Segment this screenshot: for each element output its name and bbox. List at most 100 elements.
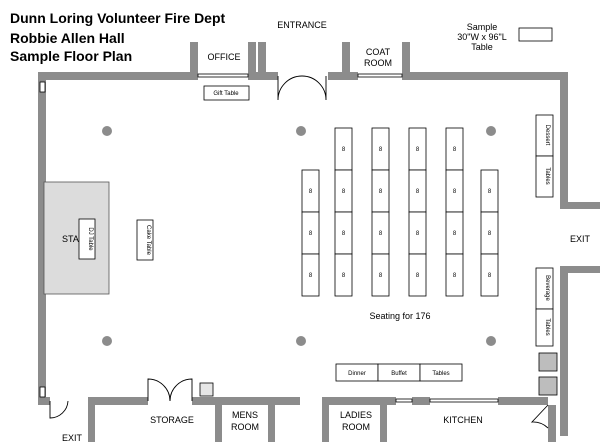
guest-table-seat-count: 8 [379,189,383,195]
wall-entry-right [342,42,350,80]
seating-label: Seating for 176 [369,311,430,321]
plan-title: Sample Floor Plan [10,48,133,64]
wall-right-lower [560,266,568,436]
storage-label: STORAGE [150,415,194,425]
guest-table-seat-count: 8 [453,189,457,195]
cake-table [136,219,154,261]
buffet-label: Buffet [391,371,407,377]
storage-door-right [169,378,193,402]
column [102,126,112,136]
wall-storage-left [88,397,95,442]
coat-room-label-2: ROOM [364,58,392,68]
buffet-tables-label: Tables [432,371,449,377]
guest-table [301,253,320,297]
guest-table-seat-count: 8 [416,231,420,237]
guest-table-seat-count: 8 [309,189,313,195]
guest-table-seat-count: 8 [416,273,420,279]
office-label: OFFICE [208,52,241,62]
dj-table [78,218,96,260]
wall-ladies-left [322,397,329,442]
guest-table-seat-count: 8 [309,231,313,237]
legend-line1: Sample [467,22,498,32]
guest-table-seat-count: 8 [379,147,383,153]
wall-right-upper [560,72,568,204]
bottom-exit-label: EXIT [62,433,83,443]
legend-line2: 30"W x 96"L [457,32,506,42]
legend-line3: Table [471,42,493,52]
kitchen-door [530,404,549,429]
mens-room-label: MENS [232,410,258,420]
dessert-tables-label: Tables [544,167,550,184]
guest-table-seat-count: 8 [342,189,346,195]
wall-top-left [38,72,198,80]
coat-room-label: COAT [366,47,391,57]
guest-table-seat-count: 8 [488,189,492,195]
beverage-tables-label: Tables [544,318,550,335]
appliance-2 [538,376,558,396]
columns [102,126,496,346]
right-exit-label: EXIT [570,234,591,244]
wall-bottom-c [322,397,396,405]
guest-table [371,253,390,297]
kitchen-appliances [199,352,558,397]
entrance-door-right [301,75,327,101]
column [296,336,306,346]
guest-table [480,253,499,297]
guest-table-seat-count: 8 [488,231,492,237]
bottom-exit-door [49,400,69,419]
guest-table-seat-count: 8 [453,147,457,153]
guest-table-seat-count: 8 [342,273,346,279]
ladies-room-label: LADIES [340,410,372,420]
guest-table-seat-count: 8 [453,231,457,237]
storage-door-left [147,378,171,402]
wall-left [38,72,46,405]
wall-bottom-d [412,397,430,405]
dinner-label: Dinner [348,371,366,377]
wall-ladies-right [380,405,387,442]
beverage-table-2 [535,308,554,347]
wall-bottom-b [192,397,300,405]
stage-platform [43,181,110,295]
wall-office-left [190,42,198,80]
kitchen-label: KITCHEN [443,415,483,425]
guest-table [334,253,353,297]
column [486,336,496,346]
wall-office-right [248,42,256,80]
stage: STA DJ Table [43,181,110,295]
dessert-table-2 [535,155,554,198]
hall-name: Dunn Loring Volunteer Fire Dept [10,10,226,26]
ladies-room-label-2: ROOM [342,422,370,432]
gift-table-label: Gift Table [213,91,239,97]
wall-top-right [408,72,568,80]
gift-table [203,85,250,101]
wall-right-ext-top [560,202,600,209]
wall-kitchen-right [548,405,556,442]
legend-table: Sample 30"W x 96"L Table [457,22,553,52]
dj-table-label: DJ Table [87,227,93,251]
guest-table-seat-count: 8 [342,231,346,237]
storage-box [199,382,214,397]
column [296,126,306,136]
named-tables: Gift Table Cake Table Dessert Tables Bev… [136,85,554,382]
column [102,336,112,346]
guest-table-seat-count: 8 [309,273,313,279]
guest-table-seat-count: 8 [488,273,492,279]
beverage-label: Beverage [544,275,550,301]
wall-right-ext-bottom [560,266,600,273]
wall-mens-right [268,405,275,442]
guest-table-seat-count: 8 [379,273,383,279]
wall-bottom-left [38,397,50,405]
entrance-door-left [277,75,303,101]
column [486,126,496,136]
hall-subtitle: Robbie Allen Hall [10,30,125,46]
guest-table-seat-count: 8 [416,147,420,153]
guest-table [408,253,427,297]
guest-table-seat-count: 8 [342,147,346,153]
walls [38,42,600,442]
legend-sample-table [518,27,553,42]
wall-bottom-e [498,397,548,405]
stage-label: STA [62,234,79,244]
dessert-label: Dessert [544,125,550,146]
wall-coat-right [402,42,410,80]
